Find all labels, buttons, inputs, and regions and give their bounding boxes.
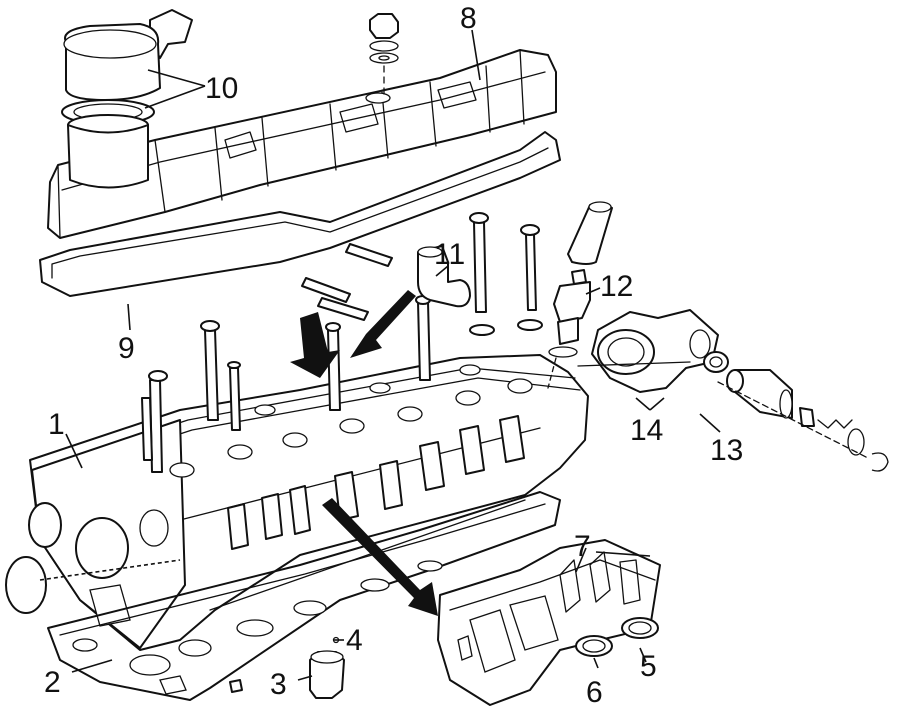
callout-10: 10 (205, 72, 238, 105)
push-rods (301, 243, 393, 321)
head-gasket (47, 491, 561, 701)
callout-9: 9 (118, 332, 135, 365)
core-plug (5, 556, 47, 614)
thermostat-housing (577, 309, 719, 393)
small-parts (229, 617, 659, 699)
callout-5: 5 (640, 650, 657, 683)
callout-labels: 1 2 3 4 5 6 7 8 9 10 11 12 13 14 (44, 2, 743, 709)
direction-arrows (290, 290, 438, 616)
combustion-chambers (169, 364, 533, 478)
head-bolts (141, 212, 543, 473)
callout-8: 8 (460, 2, 477, 35)
callout-13: 13 (710, 434, 743, 467)
callout-6: 6 (586, 676, 603, 709)
callout-4: 4 (346, 624, 363, 657)
glow-plug-assembly (547, 201, 613, 389)
callout-14: 14 (630, 414, 663, 447)
callout-12: 12 (600, 270, 633, 303)
cover-nut-and-washers (369, 13, 399, 97)
callout-1: 1 (48, 408, 65, 441)
cylinder-head (5, 354, 589, 651)
callout-11: 11 (434, 238, 465, 271)
callout-3: 3 (270, 668, 287, 701)
manifold (437, 539, 661, 706)
cylinder-head-ports (227, 415, 525, 550)
rocker-cover-gasket (39, 131, 561, 297)
oil-filler-cap (61, 9, 193, 189)
temp-sender-elbow (417, 245, 471, 308)
pump-assembly (703, 351, 889, 472)
callout-7: 7 (574, 530, 591, 563)
callout-2: 2 (44, 666, 61, 699)
leader-lines (65, 29, 721, 681)
